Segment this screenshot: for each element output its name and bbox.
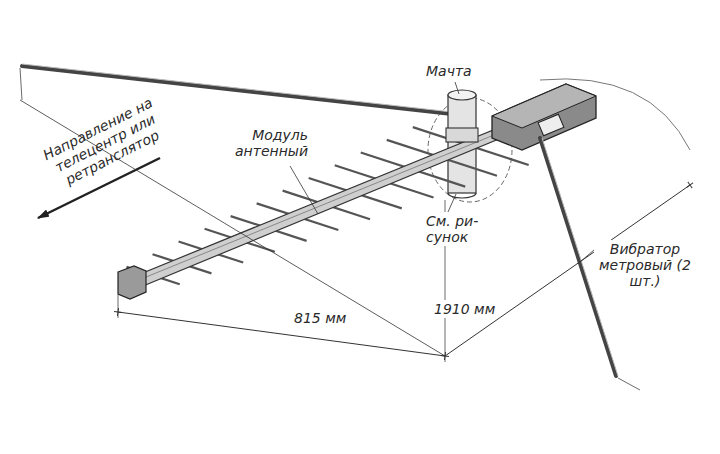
- boom-edge: [129, 126, 516, 284]
- dimension: 815 мм: [292, 309, 348, 327]
- dimension-line: [118, 312, 445, 356]
- extension-line: [618, 378, 640, 390]
- leader-line: [580, 250, 594, 262]
- terminal-block: [538, 114, 564, 135]
- reference-note: См. ри- сунок: [424, 212, 486, 246]
- mast-label: Мачта: [424, 62, 474, 80]
- leader-line: [455, 82, 459, 94]
- amplifier-box: [492, 84, 596, 150]
- leader-line: [290, 166, 318, 214]
- boom: [128, 121, 518, 291]
- direction-note: Направление на телецентр или ретранслято…: [25, 86, 185, 200]
- dimension: 1910 мм: [432, 300, 497, 318]
- leader-line: [448, 194, 456, 212]
- part-label: Модуль антенный: [214, 126, 310, 160]
- vibrator-rod: [22, 66, 470, 116]
- part-label: Вибратор метровый (2 шт.): [594, 240, 696, 290]
- vibrator-highlight: [22, 64, 470, 114]
- boom-end-cap: [118, 266, 146, 299]
- mast-bottom: [448, 193, 476, 198]
- mast-clamp: [446, 128, 478, 142]
- mast-top: [448, 90, 476, 100]
- extension-line: [20, 68, 22, 100]
- extension-line: [118, 295, 119, 318]
